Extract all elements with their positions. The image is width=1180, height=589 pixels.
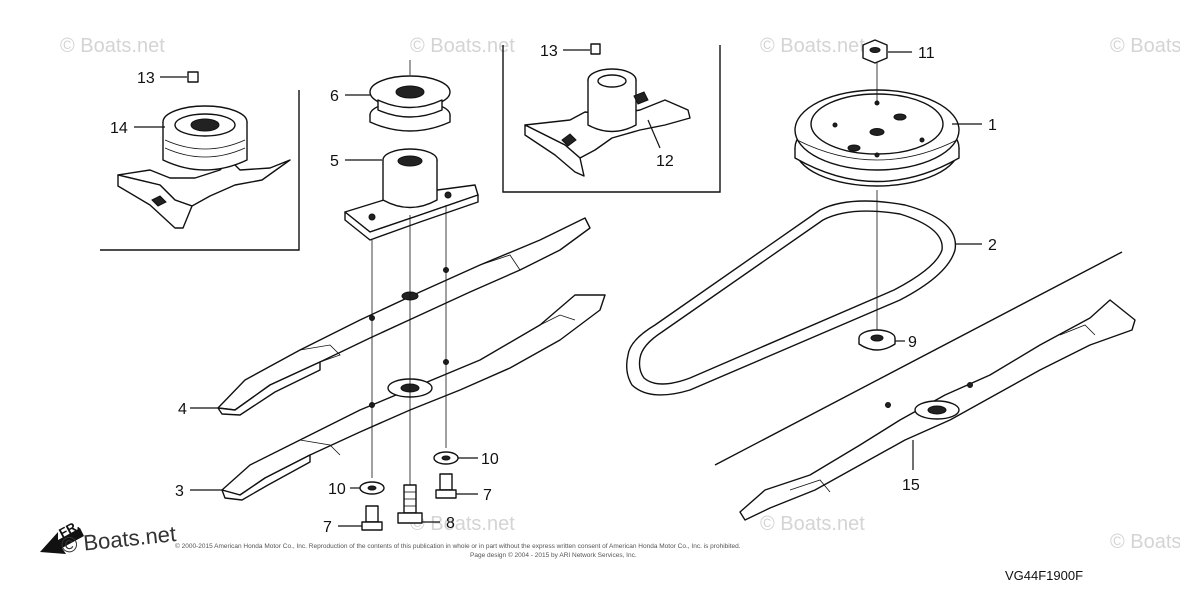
diagram-code: VG44F1900F: [1005, 568, 1083, 583]
part-4-blade: [217, 217, 591, 416]
copyright-line-2: Page design © 2004 - 2015 by ARI Network…: [470, 551, 637, 559]
callout-2: 2: [988, 237, 997, 254]
copyright-line-1: © 2000-2015 American Honda Motor Co., In…: [175, 542, 741, 550]
arrow-icon: [40, 528, 84, 554]
watermark: © Boats.net: [760, 35, 865, 57]
callout-4: 4: [178, 401, 187, 418]
callout-8: 8: [446, 515, 455, 532]
callout-10a: 10: [328, 481, 346, 498]
callout-7b: 7: [483, 487, 492, 504]
callout-10b: 10: [481, 451, 499, 468]
part-12-adapter: [524, 43, 691, 177]
part-3-blade: [221, 294, 606, 501]
callout-7a: 7: [323, 519, 332, 536]
inset-frame-left: [100, 90, 300, 251]
callout-13a: 13: [137, 70, 155, 87]
watermarks: © Boats.net © Boats.net © Boats.net © Bo…: [60, 35, 1180, 553]
leader-12: [647, 119, 661, 149]
watermark: © Boats.net: [1110, 35, 1180, 57]
callout-6: 6: [330, 88, 339, 105]
watermark: © Boats.net: [60, 35, 165, 57]
watermark: © Boats.net: [1110, 531, 1180, 553]
part-2-belt: [625, 190, 957, 396]
part-9-washer: [858, 329, 896, 351]
inset-frame-middle: [502, 45, 721, 193]
part-11-nut: [862, 39, 888, 64]
part-1-pulley: [794, 62, 960, 187]
watermark: © Boats.net: [410, 513, 515, 535]
part-5-adapter: [344, 148, 479, 241]
divider-line: [714, 251, 1123, 466]
part-7-bolts: [361, 473, 457, 531]
callout-9: 9: [908, 334, 917, 351]
callout-5: 5: [330, 153, 339, 170]
front-direction-arrow: FR.: [40, 518, 84, 554]
part-14-adapter: [117, 71, 291, 229]
watermark: © Boats.net: [410, 35, 515, 57]
part-8-bolt: [397, 484, 423, 524]
callout-13b: 13: [540, 43, 558, 60]
part-15-blade: [739, 299, 1136, 521]
assembly-lines: [371, 205, 447, 485]
callout-1: 1: [988, 117, 997, 134]
callout-11: 11: [918, 45, 935, 62]
callout-14: 14: [110, 120, 128, 137]
callout-3: 3: [175, 483, 184, 500]
watermark: © Boats.net: [760, 513, 865, 535]
part-6-pulley: [369, 60, 451, 132]
callout-15: 15: [902, 477, 920, 494]
callout-12: 12: [656, 153, 674, 170]
